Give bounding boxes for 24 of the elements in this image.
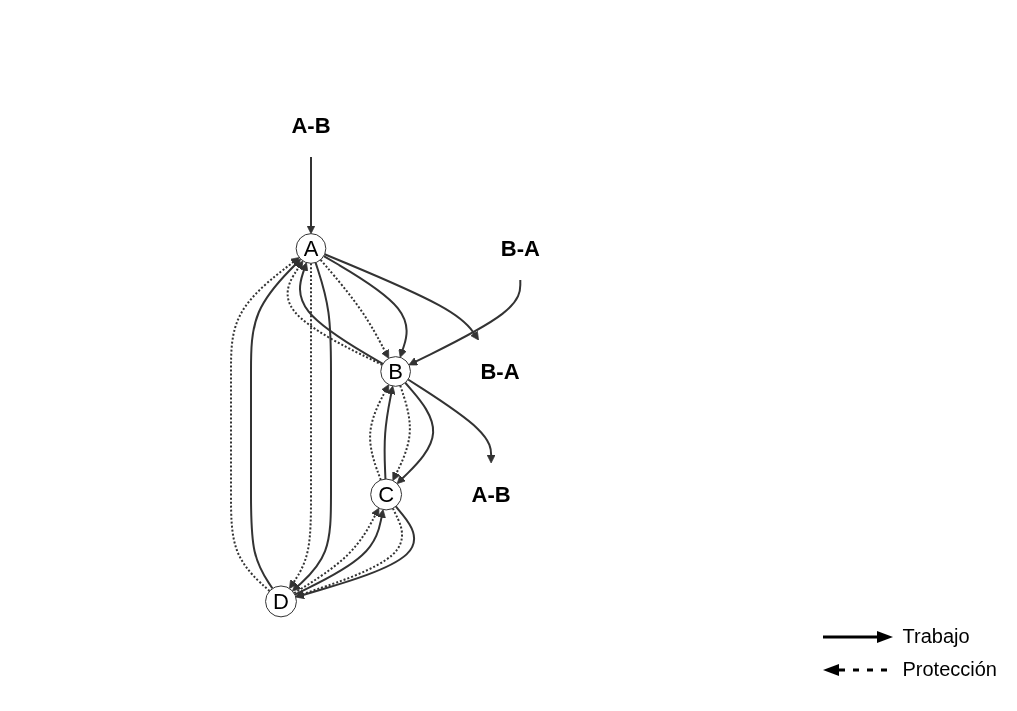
arrow xyxy=(368,383,389,481)
arrow xyxy=(396,381,434,484)
node-text: A-B xyxy=(291,112,331,138)
arrow xyxy=(323,252,479,340)
node-circle: B xyxy=(379,355,411,387)
arrow xyxy=(406,378,496,463)
legend-label: Protección xyxy=(902,658,997,681)
arrow xyxy=(408,278,521,365)
legend-label: Trabajo xyxy=(902,625,970,648)
node-circle: A xyxy=(295,232,326,264)
arrow xyxy=(322,254,408,358)
arrow xyxy=(319,258,389,359)
arrow xyxy=(229,256,300,592)
node-text: B-A xyxy=(480,358,520,384)
arrow xyxy=(391,384,411,481)
arrow xyxy=(306,155,315,234)
arrow xyxy=(249,258,301,590)
node-circle: D xyxy=(264,585,297,617)
arrow xyxy=(291,261,332,591)
node-circle: C xyxy=(369,478,402,510)
node-text: A-B xyxy=(471,481,511,507)
arrow xyxy=(383,385,396,480)
arrow xyxy=(288,261,312,589)
node-text: B-A xyxy=(500,235,540,261)
